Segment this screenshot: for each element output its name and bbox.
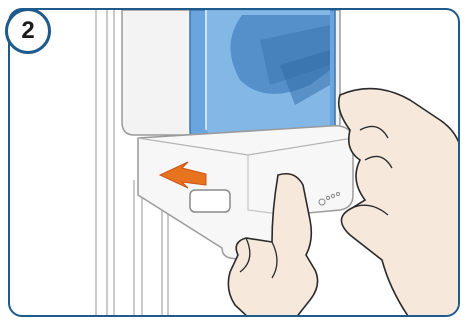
- step-badge: 2: [5, 8, 51, 54]
- release-latch: [190, 190, 230, 212]
- instruction-frame: [8, 8, 460, 317]
- right-hand: [339, 89, 460, 317]
- hands-removing-water-tank-icon: [10, 10, 460, 317]
- step-number: 2: [21, 19, 34, 43]
